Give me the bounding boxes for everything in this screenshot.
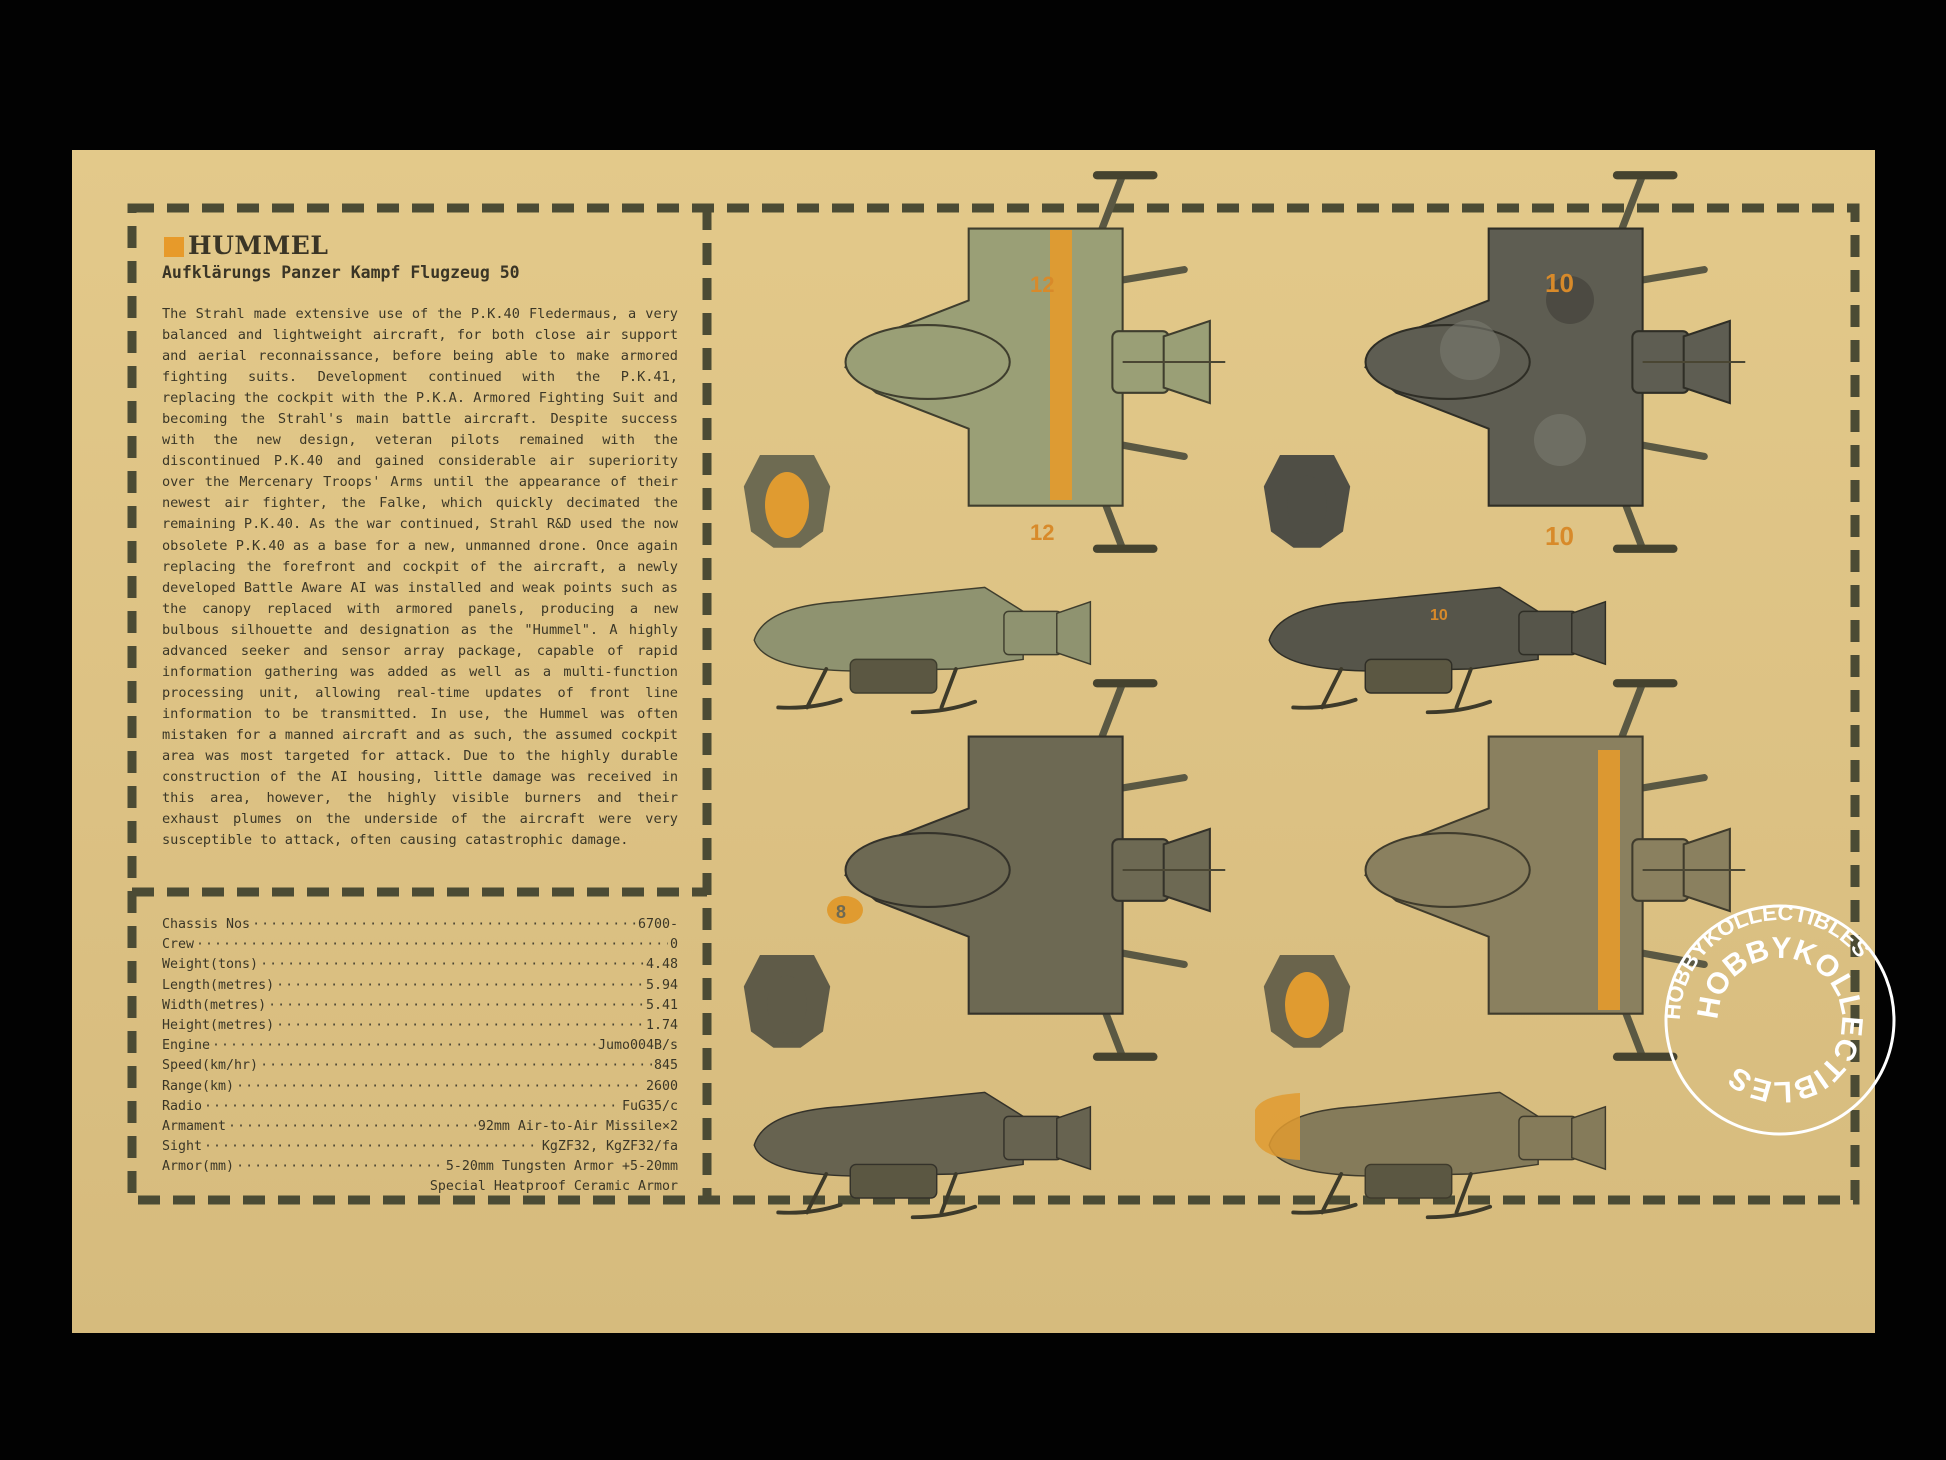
front-view	[1263, 455, 1351, 548]
spec-table: Chassis Nos6700- Crew0 Weight(tons)4.48 …	[162, 917, 678, 1199]
spec-row: Sight KgZF32, KgZF32/fa	[162, 1139, 678, 1159]
spec-value: 2600	[645, 1078, 678, 1094]
hobbykollectibles-watermark: HOBBYKOLLECTIBLES HOBBYKOLLECTIBLES	[1660, 900, 1896, 1136]
marking-label: 10	[1545, 268, 1574, 298]
side-view	[752, 585, 1093, 715]
spec-value: Jumo004B/s	[597, 1038, 678, 1054]
title-swatch	[164, 237, 184, 257]
nose-orange-patch	[827, 896, 863, 924]
spec-row: Radio FuG35/c	[162, 1099, 678, 1119]
spec-value: 4.48	[645, 957, 678, 973]
svg-text:HOBBYKOLLECTIBLES: HOBBYKOLLECTIBLES	[1691, 932, 1868, 1108]
front-view	[743, 955, 831, 1048]
spec-label: Range(km)	[162, 1078, 235, 1094]
front-orange-sensor	[765, 472, 809, 538]
spec-value: 6700-	[637, 917, 678, 932]
side-view	[1267, 1090, 1608, 1220]
marking-label: 12	[1030, 520, 1054, 545]
orange-stripe	[1050, 230, 1072, 500]
spec-row: Armor(mm) 5-20mm Tungsten Armor +5-20mm	[162, 1159, 678, 1179]
aircraft-dunkelgelb	[1255, 683, 1745, 1220]
page-title: HUMMEL	[188, 231, 329, 260]
aircraft-dark-olive: 8	[743, 683, 1225, 1220]
spec-value: 5.94	[645, 977, 678, 993]
marking-label: 10	[1545, 521, 1574, 551]
orange-stripe	[1598, 750, 1620, 1010]
spec-value: 1.74	[645, 1017, 678, 1033]
aircraft-grey-camo: 10 10 10	[1263, 175, 1745, 715]
spec-value: FuG35/c	[621, 1098, 678, 1114]
description-paragraph: The Strahl made extensive use of the P.K…	[162, 306, 678, 849]
spec-row: Armament 92mm Air-to-Air Missile×2	[162, 1119, 678, 1139]
spec-row: Speed(km/hr) 845	[162, 1058, 678, 1078]
spec-row: Engine Jumo004B/s	[162, 1038, 678, 1058]
spec-row: Range(km) 2600	[162, 1079, 678, 1099]
spec-value: 0	[669, 937, 678, 953]
spec-label: Radio	[162, 1098, 203, 1114]
marking-label: 12	[1030, 272, 1054, 297]
front-orange-sensor	[1285, 972, 1329, 1038]
spec-label: Engine	[162, 1038, 211, 1054]
spec-value: 5-20mm Tungsten Armor +5-20mm	[445, 1159, 678, 1175]
spec-label: Height(metres)	[162, 1017, 275, 1033]
side-orange-nose	[1255, 1093, 1300, 1160]
spec-label: Width(metres)	[162, 997, 267, 1013]
spec-label: Armament	[162, 1118, 227, 1134]
spec-value: KgZF32, KgZF32/fa	[541, 1139, 678, 1155]
spec-value: 5.41	[645, 997, 678, 1013]
spec-row: Crew 0	[162, 937, 678, 957]
spec-label: Length(metres)	[162, 977, 275, 993]
spec-extra-line: Special Heatproof Ceramic Armor	[429, 1179, 678, 1195]
spec-row: Weight(tons) 4.48	[162, 957, 678, 977]
spec-value: 845	[653, 1058, 678, 1074]
side-view	[752, 1090, 1093, 1220]
spec-row: Width(metres) 5.41	[162, 998, 678, 1018]
marking-label: 10	[1430, 607, 1448, 624]
spec-label: Crew	[162, 937, 195, 953]
spec-row: Height(metres) 1.74	[162, 1018, 678, 1038]
spec-label: Weight(tons)	[162, 957, 259, 973]
watermark-text-inner: HOBBYKOLLECTIBLES	[1691, 932, 1868, 1108]
spec-label: Speed(km/hr)	[162, 1058, 259, 1074]
outer-frame-border	[127, 203, 1860, 1205]
spec-row: Length(metres) 5.94	[162, 978, 678, 998]
marking-label: 8	[836, 902, 846, 922]
spec-value: 92mm Air-to-Air Missile×2	[477, 1118, 678, 1134]
spec-label: Sight	[162, 1139, 203, 1155]
page-subtitle: Aufklärungs Panzer Kampf Flugzeug 50	[162, 263, 520, 282]
aircraft-green-camo: 12 12	[743, 175, 1225, 715]
description-text: The Strahl made extensive use of the P.K…	[162, 304, 678, 851]
spec-row: Chassis Nos 6700-	[162, 917, 678, 937]
spec-label: Armor(mm)	[162, 1159, 235, 1175]
spec-label: Chassis Nos	[162, 917, 251, 932]
